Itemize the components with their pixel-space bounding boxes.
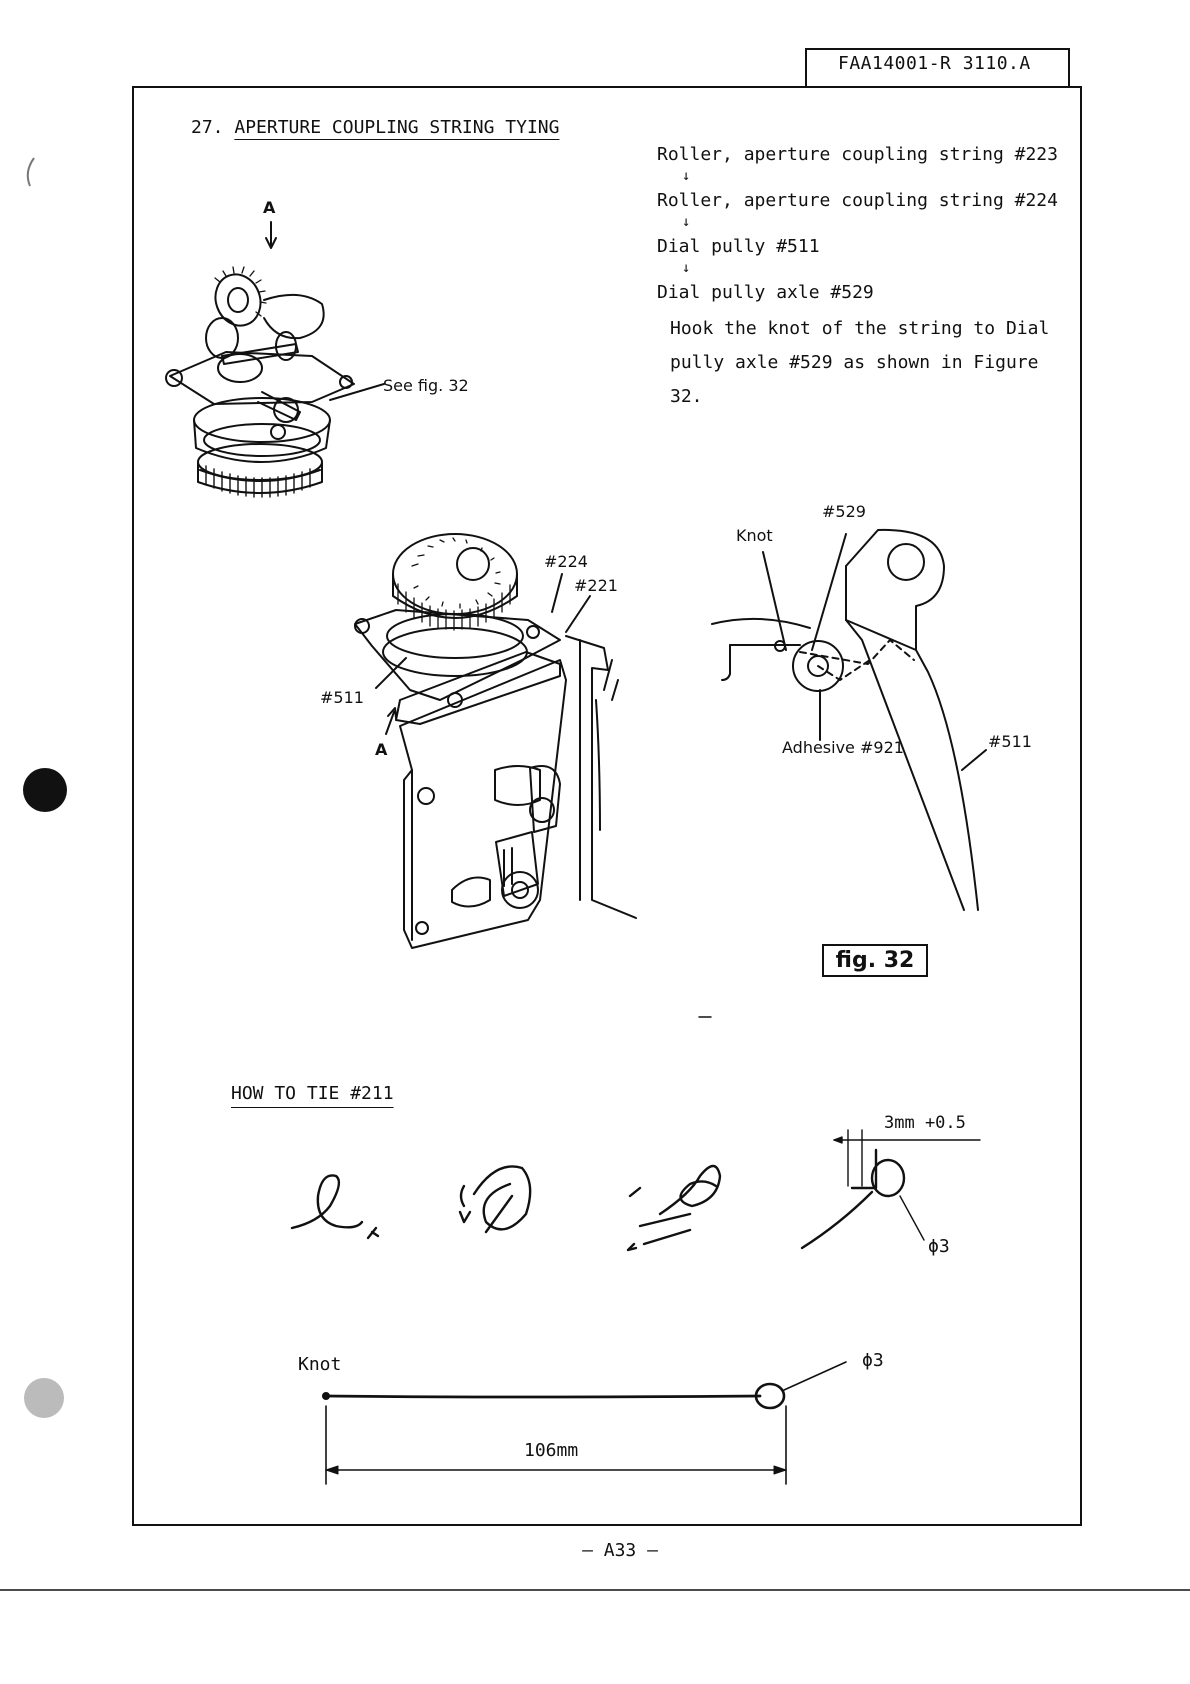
- label-511-fig32: #511: [988, 732, 1032, 751]
- label-adhesive-921: Adhesive #921: [782, 738, 904, 757]
- instruction-line-1: Hook the knot of the string to Dial: [670, 318, 1050, 339]
- sequence-arrow-icon: ↓: [682, 214, 691, 230]
- label-221: #221: [574, 576, 618, 595]
- loop-dimension-label: 3mm +0.5: [884, 1113, 966, 1133]
- label-knot: Knot: [736, 526, 773, 545]
- sequence-item-3: Dial pully #511: [657, 236, 820, 257]
- label-511: #511: [320, 688, 364, 707]
- label-224: #224: [544, 552, 588, 571]
- section-title: 27. APERTURE COUPLING STRING TYING: [191, 117, 559, 138]
- section-title-text: APERTURE COUPLING STRING TYING: [234, 117, 560, 138]
- section-number: 27.: [191, 117, 224, 138]
- doc-number-box: [805, 48, 1070, 86]
- instruction-line-2: pully axle #529 as shown in Figure: [670, 352, 1039, 373]
- sequence-item-2: Roller, aperture coupling string #224: [657, 190, 1058, 211]
- page-number: — A33 —: [582, 1540, 658, 1561]
- string-length-label: 106mm: [524, 1440, 579, 1461]
- loop-diameter-label: ϕ3: [928, 1236, 950, 1257]
- knot-dimension-lines: [833, 1129, 981, 1241]
- string-knot-label: Knot: [298, 1354, 342, 1375]
- knot-steps-illustration: [290, 1148, 906, 1252]
- top-arrow-label: A: [263, 198, 276, 217]
- sequence-item-1: Roller, aperture coupling string #223: [657, 144, 1058, 165]
- string-length-diagram: [322, 1361, 847, 1485]
- see-fig32-callout: See fig. 32: [383, 376, 469, 395]
- binder-hole-marks: [23, 157, 67, 1418]
- string-diameter-label: ϕ3: [862, 1350, 884, 1371]
- sequence-arrow-icon: ↓: [682, 168, 691, 184]
- fig32-detail-illustration: [711, 528, 987, 911]
- body-assembly-illustration: [354, 533, 637, 949]
- sequence-arrow-icon: ↓: [682, 260, 691, 276]
- doc-number: FAA14001-R 3110.A: [838, 53, 1031, 74]
- instruction-line-3: 32.: [670, 386, 703, 407]
- fig32-caption: fig. 32: [822, 944, 928, 977]
- label-529: #529: [822, 502, 866, 521]
- page-frame: [132, 86, 1082, 1526]
- sequence-item-4: Dial pully axle #529: [657, 282, 874, 303]
- top-assembly-illustration: [165, 221, 385, 498]
- mid-arrow-label: A: [375, 740, 388, 759]
- how-to-tie-heading: HOW TO TIE #211: [231, 1083, 394, 1104]
